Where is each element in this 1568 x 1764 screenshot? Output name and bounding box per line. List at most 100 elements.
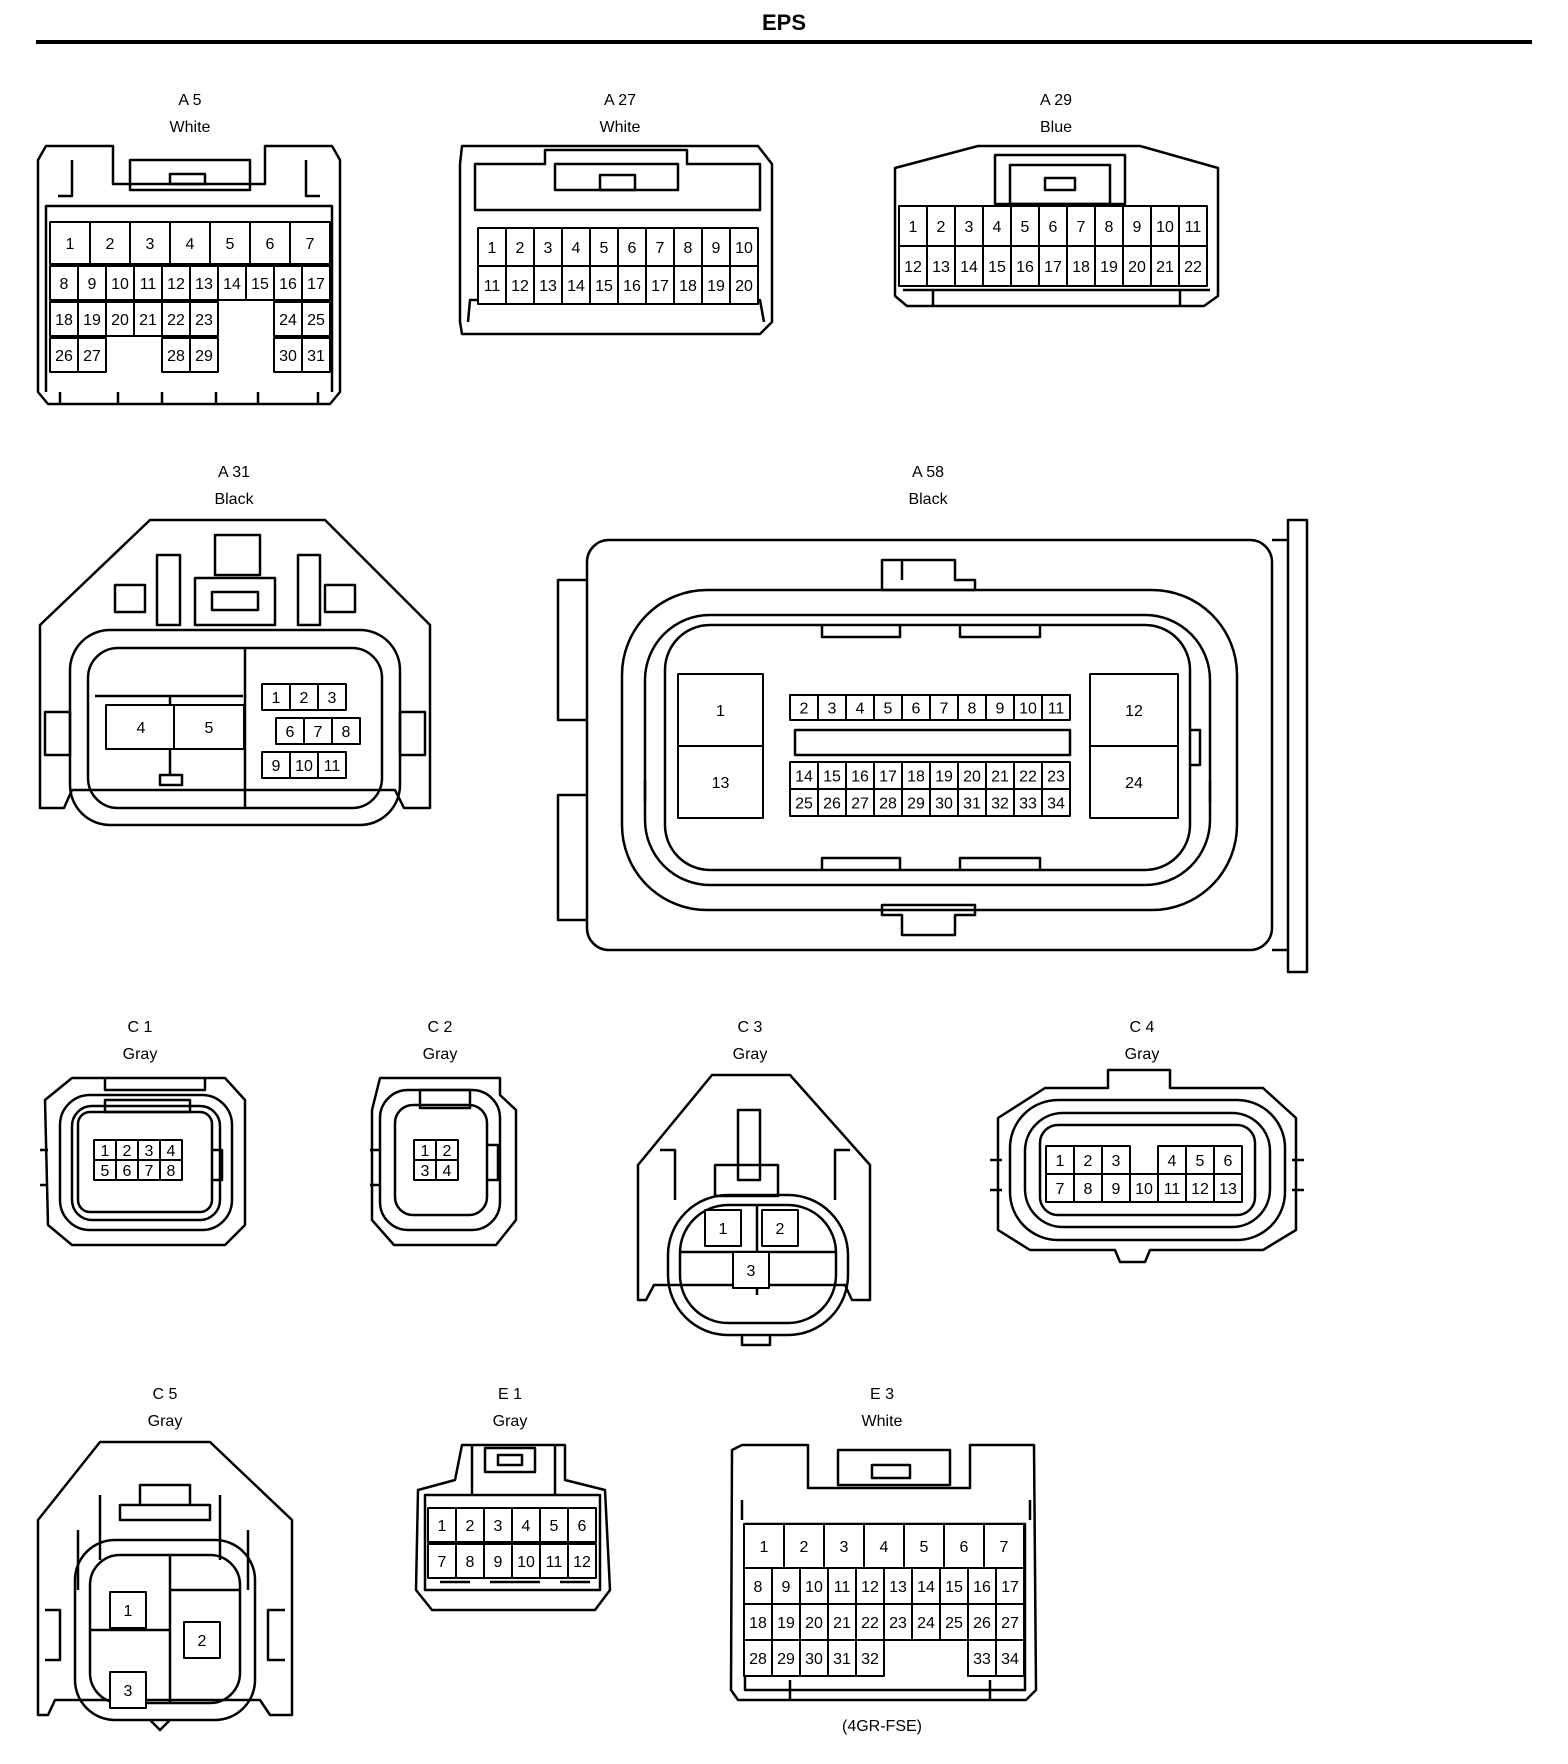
pin-e3-20: 20 <box>799 1603 829 1641</box>
pin-e1-1: 1 <box>427 1507 457 1543</box>
pin-label: 6 <box>1049 219 1058 236</box>
pin-c2-2: 2 <box>435 1139 459 1161</box>
pin-label: 15 <box>988 259 1006 276</box>
connector-c2-outline <box>370 1076 518 1247</box>
pin-a58-8: 8 <box>957 694 987 721</box>
pin-label: 3 <box>747 1263 756 1280</box>
connector-color-c4: Gray <box>1124 1046 1160 1063</box>
pin-label: 17 <box>1044 259 1062 276</box>
pin-label: 3 <box>145 1143 154 1160</box>
pin-a58-5: 5 <box>873 694 903 721</box>
pin-label: 2 <box>800 1539 809 1556</box>
pin-label: 11 <box>546 1554 563 1571</box>
pin-label: 16 <box>973 1579 991 1596</box>
pin-label: 32 <box>861 1651 879 1668</box>
pin-a58-22: 22 <box>1013 761 1043 790</box>
pin-c4-1: 1 <box>1045 1145 1075 1175</box>
pin-label: 1 <box>66 236 75 253</box>
connector-id-a29: A 29 <box>1039 92 1073 109</box>
pin-a5-4: 4 <box>169 221 211 265</box>
pin-a31-11: 11 <box>317 751 347 779</box>
pin-a58-33: 33 <box>1013 788 1043 817</box>
pin-a5-5: 5 <box>209 221 251 265</box>
pin-c4-2: 2 <box>1073 1145 1103 1175</box>
pin-label: 5 <box>600 240 609 257</box>
pin-e3-15: 15 <box>939 1567 969 1605</box>
pin-a27-17: 17 <box>645 265 675 305</box>
connector-id-c2: C 2 <box>427 1019 453 1036</box>
pin-a31-4: 4 <box>105 704 177 750</box>
pin-e3-33: 33 <box>967 1639 997 1677</box>
pin-e3-26: 26 <box>967 1603 997 1641</box>
page-title: EPS <box>761 10 807 35</box>
pin-label: 17 <box>879 769 897 786</box>
pin-e3-31: 31 <box>827 1639 857 1677</box>
pin-label: 7 <box>656 240 665 257</box>
pin-a27-10: 10 <box>729 227 759 267</box>
pin-label: 23 <box>889 1615 907 1632</box>
pin-label: 17 <box>1001 1579 1019 1596</box>
pin-label: 3 <box>124 1683 133 1700</box>
pin-label: 4 <box>443 1163 452 1180</box>
pin-label: 1 <box>909 219 918 236</box>
connector-color-e1: Gray <box>492 1413 528 1430</box>
pin-label: 11 <box>324 758 341 775</box>
title-rule <box>36 40 1532 44</box>
pin-a5-25: 25 <box>301 301 331 337</box>
pin-label: 14 <box>795 769 813 786</box>
pin-a29-14: 14 <box>954 245 984 287</box>
pin-label: 6 <box>960 1539 969 1556</box>
pin-a31-7: 7 <box>303 717 333 745</box>
pin-a58-9: 9 <box>985 694 1015 721</box>
pin-a27-4: 4 <box>561 227 591 267</box>
connector-color-a29: Blue <box>1039 119 1073 136</box>
pin-c1-8: 8 <box>159 1159 183 1181</box>
pin-a27-16: 16 <box>617 265 647 305</box>
pin-a29-16: 16 <box>1010 245 1040 287</box>
pin-e3-27: 27 <box>995 1603 1025 1641</box>
pin-a27-1: 1 <box>477 227 507 267</box>
pin-a31-6: 6 <box>275 717 305 745</box>
pin-a5-10: 10 <box>105 265 135 301</box>
pin-a5-22: 22 <box>161 301 191 337</box>
pin-label: 12 <box>573 1554 591 1571</box>
pin-e3-8: 8 <box>743 1567 773 1605</box>
pin-c1-5: 5 <box>93 1159 117 1181</box>
connector-color-c3: Gray <box>732 1046 768 1063</box>
pin-e1-3: 3 <box>483 1507 513 1543</box>
pin-label: 3 <box>421 1163 430 1180</box>
connector-a29-outline <box>893 144 1220 308</box>
pin-label: 2 <box>800 701 809 718</box>
pin-label: 11 <box>484 278 501 295</box>
pin-label: 9 <box>1112 1181 1121 1198</box>
pin-label: 18 <box>55 312 73 329</box>
connector-id-a5: A 5 <box>178 92 202 109</box>
pin-c4-10: 10 <box>1129 1173 1159 1203</box>
pin-label: 6 <box>628 240 637 257</box>
pin-label: 33 <box>973 1651 991 1668</box>
pin-label: 13 <box>1219 1181 1237 1198</box>
pin-label: 27 <box>851 796 869 813</box>
pin-a5-12: 12 <box>161 265 191 301</box>
pin-a5-18: 18 <box>49 301 79 337</box>
pin-c4-8: 8 <box>1073 1173 1103 1203</box>
connector-id-e3: E 3 <box>869 1386 894 1403</box>
pin-label: 6 <box>1224 1153 1233 1170</box>
pin-label: 4 <box>856 701 865 718</box>
pin-e3-21: 21 <box>827 1603 857 1641</box>
pin-e3-28: 28 <box>743 1639 773 1677</box>
pin-a29-21: 21 <box>1150 245 1180 287</box>
pin-label: 3 <box>828 701 837 718</box>
pin-label: 27 <box>83 348 101 365</box>
pin-label: 7 <box>314 724 323 741</box>
pin-label: 16 <box>851 769 869 786</box>
pin-label: 10 <box>517 1554 535 1571</box>
pin-a58-12: 12 <box>1089 673 1179 747</box>
pin-a27-5: 5 <box>589 227 619 267</box>
pin-label: 25 <box>307 312 325 329</box>
pin-label: 5 <box>920 1539 929 1556</box>
pin-label: 30 <box>279 348 297 365</box>
pin-label: 19 <box>1100 259 1118 276</box>
pin-label: 28 <box>749 1651 767 1668</box>
pin-a31-10: 10 <box>289 751 319 779</box>
